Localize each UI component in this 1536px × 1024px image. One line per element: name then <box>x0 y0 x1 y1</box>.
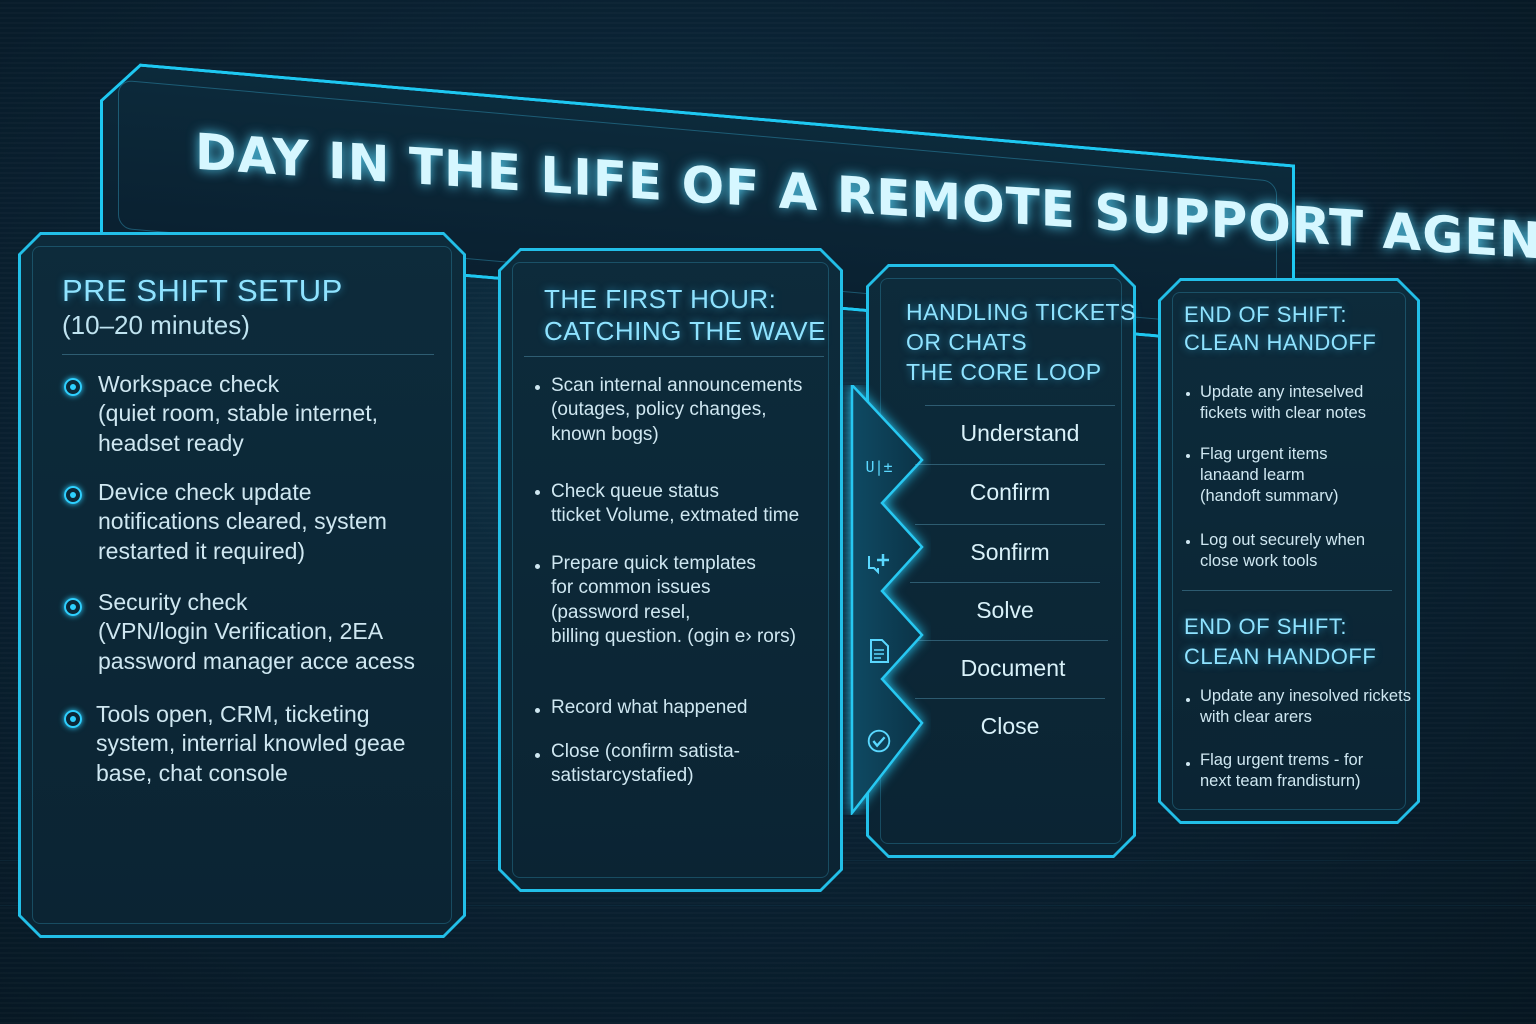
bullet-dot <box>1186 698 1190 702</box>
ring-bullet-icon <box>64 598 82 616</box>
panel-title-line: The Core Loop <box>906 359 1102 385</box>
list-item: Tools open, CRM, ticketing system, inter… <box>96 701 406 786</box>
list-item: Log out securely when close work tools <box>1200 531 1366 571</box>
panel-title-line: Handling Tickets <box>906 299 1136 325</box>
list-item: Flag urgent items lanaand learm (handoft… <box>1200 445 1339 506</box>
list-item: Close (confirm satista- satistarcystafie… <box>551 741 740 787</box>
panel-core-loop: Handling Tickets or Chats The Core Loop <box>866 264 1136 858</box>
divider <box>1182 590 1392 591</box>
list-item: Check queue status tticket Volume, extma… <box>551 481 800 527</box>
bullet-dot <box>535 385 540 390</box>
list-item: Scan internal announcements (outages, po… <box>551 375 803 445</box>
list-item: Device check update notifications cleare… <box>98 479 387 564</box>
panel-title-line: or Chats <box>906 329 1028 355</box>
loop-step: Solve <box>910 582 1100 637</box>
panel-title-line: End of Shift: <box>1184 302 1347 327</box>
panel-title-line: Catching the Wave <box>544 316 826 346</box>
bullet-dot <box>535 708 540 713</box>
panel-title-line: Clean Handoff <box>1184 330 1377 355</box>
bullet-dot <box>1186 540 1190 544</box>
user-list-icon: U|± <box>865 458 893 476</box>
list-item: Workspace check (quiet room, stable inte… <box>98 371 378 456</box>
panel-title: Pre Shift Setup <box>62 273 343 308</box>
list-item: Record what happened <box>551 697 748 718</box>
divider <box>524 356 824 357</box>
bullet-dot <box>1186 392 1190 396</box>
loop-step: Understand <box>925 405 1115 460</box>
ring-bullet-icon <box>64 486 82 504</box>
loop-step: Confirm <box>915 464 1105 519</box>
panel-title-line: The First Hour: <box>544 284 777 314</box>
loop-step: Document <box>918 640 1108 695</box>
divider <box>62 354 434 355</box>
panel-title-line: Clean Handoff <box>1184 644 1377 669</box>
panel-end-shift: End of Shift: Clean Handoff Update any i… <box>1158 278 1420 824</box>
panel-first-hour: The First Hour: Catching the Wave Scan i… <box>498 248 843 892</box>
bullet-dot <box>535 564 540 569</box>
ring-bullet-icon <box>64 378 82 396</box>
panel-title-line: End of Shift: <box>1184 614 1347 639</box>
list-item: Flag urgent trems - for next team frandi… <box>1200 751 1364 791</box>
checkmark-icon <box>864 726 894 756</box>
loop-step: Close <box>915 698 1105 753</box>
bullet-dot <box>535 753 540 758</box>
list-item: Security check (VPN/login Verification, … <box>98 589 416 674</box>
chat-add-icon <box>864 548 894 578</box>
bullet-dot <box>535 490 540 495</box>
loop-step: Sonfirm <box>915 524 1105 579</box>
panel-subtitle: (10–20 minutes) <box>62 310 250 340</box>
list-item: Update any inesolved rickets with clear … <box>1200 687 1411 727</box>
list-item: Prepare quick templates for common issue… <box>551 553 797 647</box>
bullet-dot <box>1186 762 1190 766</box>
document-icon <box>864 636 894 666</box>
panel-pre-shift: Pre Shift Setup (10–20 minutes) Workspac… <box>18 232 466 938</box>
bullet-dot <box>1186 454 1190 458</box>
list-item: Update any inteselved fickets with clear… <box>1200 383 1366 423</box>
floor-line <box>0 905 1536 906</box>
ring-bullet-icon <box>64 710 82 728</box>
loop-chevron-strip <box>850 385 924 815</box>
